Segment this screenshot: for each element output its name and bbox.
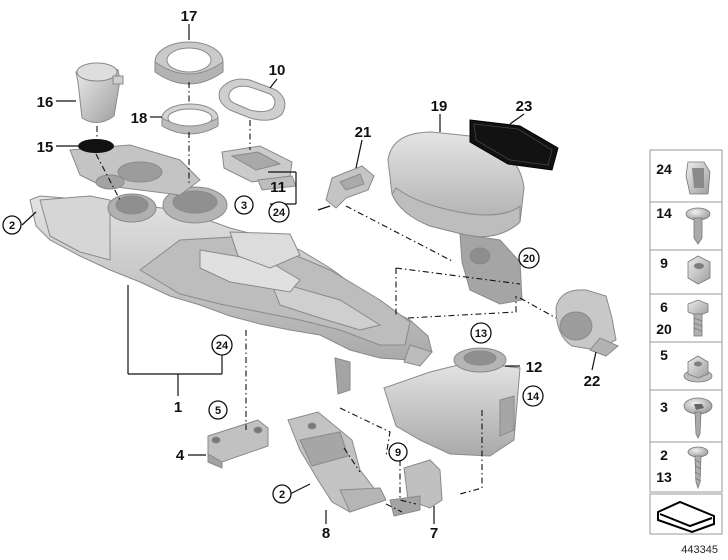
reference-number: 443345 xyxy=(681,544,718,556)
svg-text:14: 14 xyxy=(527,391,540,403)
mat-part xyxy=(469,119,559,171)
fastener-cell-5 xyxy=(649,341,723,391)
circled-callout-24-console: 24 xyxy=(211,334,233,356)
trim-ring-part xyxy=(154,41,224,85)
alignment-lines xyxy=(95,82,557,513)
fastener-cell-6-20 xyxy=(649,293,723,343)
bracket-22-part xyxy=(555,289,619,357)
bracket-7-part xyxy=(389,459,443,517)
fastener-label-5: 5 xyxy=(660,347,668,363)
fastener-panel: 24 14 9 6 20 5 xyxy=(649,149,723,535)
expanding-rivet-icon xyxy=(685,207,711,245)
pad-part xyxy=(78,139,114,153)
callout-12: 12 xyxy=(526,359,543,376)
svg-text:24: 24 xyxy=(273,207,286,219)
fastener-label-14: 14 xyxy=(656,205,672,221)
torx-screw-icon xyxy=(683,397,713,439)
callout-15: 15 xyxy=(37,139,54,156)
callout-4: 4 xyxy=(176,447,185,464)
circled-callout-24-switch: 24 xyxy=(268,201,290,223)
callout-18: 18 xyxy=(131,110,148,127)
circled-callout-2-bracket: 2 xyxy=(272,484,292,504)
svg-text:20: 20 xyxy=(523,253,535,265)
callout-21: 21 xyxy=(355,124,372,141)
fastener-cell-2-13 xyxy=(649,441,723,493)
svg-text:9: 9 xyxy=(395,447,401,459)
callout-17: 17 xyxy=(181,8,198,25)
bracket-4-part xyxy=(207,419,269,469)
callout-19: 19 xyxy=(431,98,448,115)
svg-text:3: 3 xyxy=(241,200,247,212)
svg-text:13: 13 xyxy=(475,328,487,340)
svg-text:2: 2 xyxy=(9,220,15,232)
ring-part xyxy=(161,103,219,135)
fastener-label-2: 2 xyxy=(660,447,668,463)
fastener-label-20: 20 xyxy=(656,321,672,337)
fastener-cell-3 xyxy=(649,389,723,443)
callout-16: 16 xyxy=(37,94,54,111)
callout-7: 7 xyxy=(430,525,438,542)
callout-10: 10 xyxy=(269,62,286,79)
circled-callouts: 2 3 24 24 20 13 14 5 xyxy=(2,195,544,504)
circled-callout-3: 3 xyxy=(234,195,254,215)
circled-callout-20: 20 xyxy=(518,247,540,269)
hex-nut-icon xyxy=(687,255,711,285)
fastener-label-3: 3 xyxy=(660,399,668,415)
circled-callout-2: 2 xyxy=(2,215,22,235)
fastener-label-24: 24 xyxy=(656,161,672,177)
svg-text:24: 24 xyxy=(216,340,229,352)
rear-cover-part xyxy=(383,347,521,457)
callout-1: 1 xyxy=(174,399,182,416)
callout-labels: 17 16 15 18 10 19 23 21 11 1 4 8 7 12 22 xyxy=(37,8,601,542)
svg-text:5: 5 xyxy=(215,405,221,417)
center-console-part xyxy=(29,144,433,395)
svg-text:2: 2 xyxy=(279,489,285,501)
bracket-8-part xyxy=(287,411,387,513)
hex-bolt-icon xyxy=(687,299,709,337)
callout-11: 11 xyxy=(270,179,286,196)
cup-holder-insert-part xyxy=(75,62,124,123)
circled-callout-13: 13 xyxy=(470,322,492,344)
callout-22: 22 xyxy=(584,373,601,390)
fastener-label-13: 13 xyxy=(656,469,672,485)
leader-lines xyxy=(21,24,597,524)
fastener-label-6: 6 xyxy=(660,299,668,315)
switch-cover-part xyxy=(221,145,297,191)
callout-8: 8 xyxy=(322,525,330,542)
self-tapping-screw-icon xyxy=(687,446,709,490)
callout-23: 23 xyxy=(516,98,533,115)
bracket-21-part xyxy=(325,165,375,209)
circled-callout-5: 5 xyxy=(208,400,228,420)
bezel-part xyxy=(218,78,286,121)
circled-callout-14: 14 xyxy=(522,385,544,407)
armrest-part xyxy=(387,131,525,305)
circled-callout-9: 9 xyxy=(388,442,408,462)
flange-nut-icon xyxy=(683,355,713,383)
fastener-label-9: 9 xyxy=(660,255,668,271)
floor-mat-symbol-icon xyxy=(657,500,715,534)
fastener-cell-14 xyxy=(649,201,723,251)
clip-icon xyxy=(685,161,711,195)
